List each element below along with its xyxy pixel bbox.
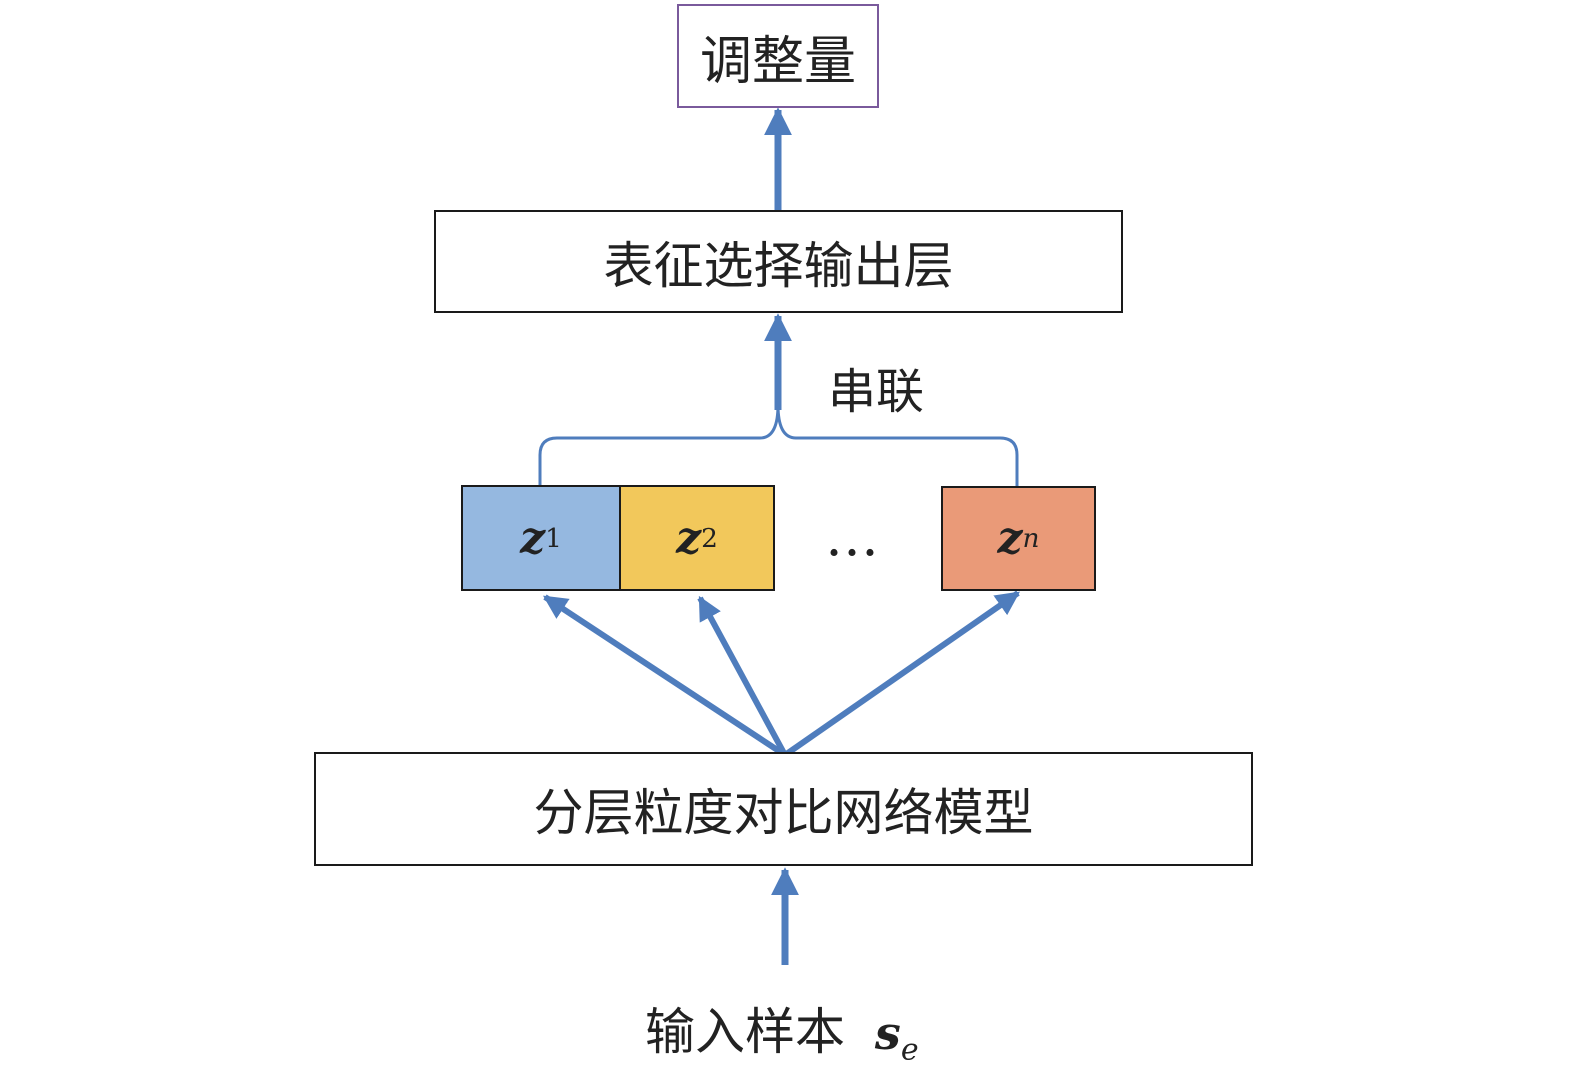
concat-brace [538, 404, 1019, 490]
arrow-model-to-z2 [697, 595, 788, 757]
z1-symbol: z [520, 512, 546, 564]
ellipsis: … [825, 505, 885, 568]
model-box: 分层粒度对比网络模型 [314, 752, 1253, 866]
arrow-model-to-zn [783, 590, 1020, 758]
input-label: 输入样本 [645, 1003, 845, 1061]
input-subscript: e [900, 1032, 919, 1068]
arrow-model-to-z1 [542, 594, 787, 758]
z1-subscript: 1 [545, 522, 562, 554]
z2-subscript: 2 [701, 522, 718, 554]
zn-symbol: z [997, 513, 1023, 564]
model-label: 分层粒度对比网络模型 [533, 784, 1034, 842]
output-label: 调整量 [699, 31, 856, 92]
input-label-group: 输入样本 se [645, 992, 919, 1068]
concat-label: 串联 [828, 364, 925, 420]
zn-subscript: n [1022, 523, 1040, 554]
selection-layer-box: 表征选择输出层 [434, 210, 1123, 313]
input-symbol: s [874, 1006, 901, 1060]
output-box: 调整量 [677, 4, 879, 108]
selection-layer-label: 表征选择输出层 [603, 236, 954, 295]
z2-symbol: z [676, 512, 702, 564]
